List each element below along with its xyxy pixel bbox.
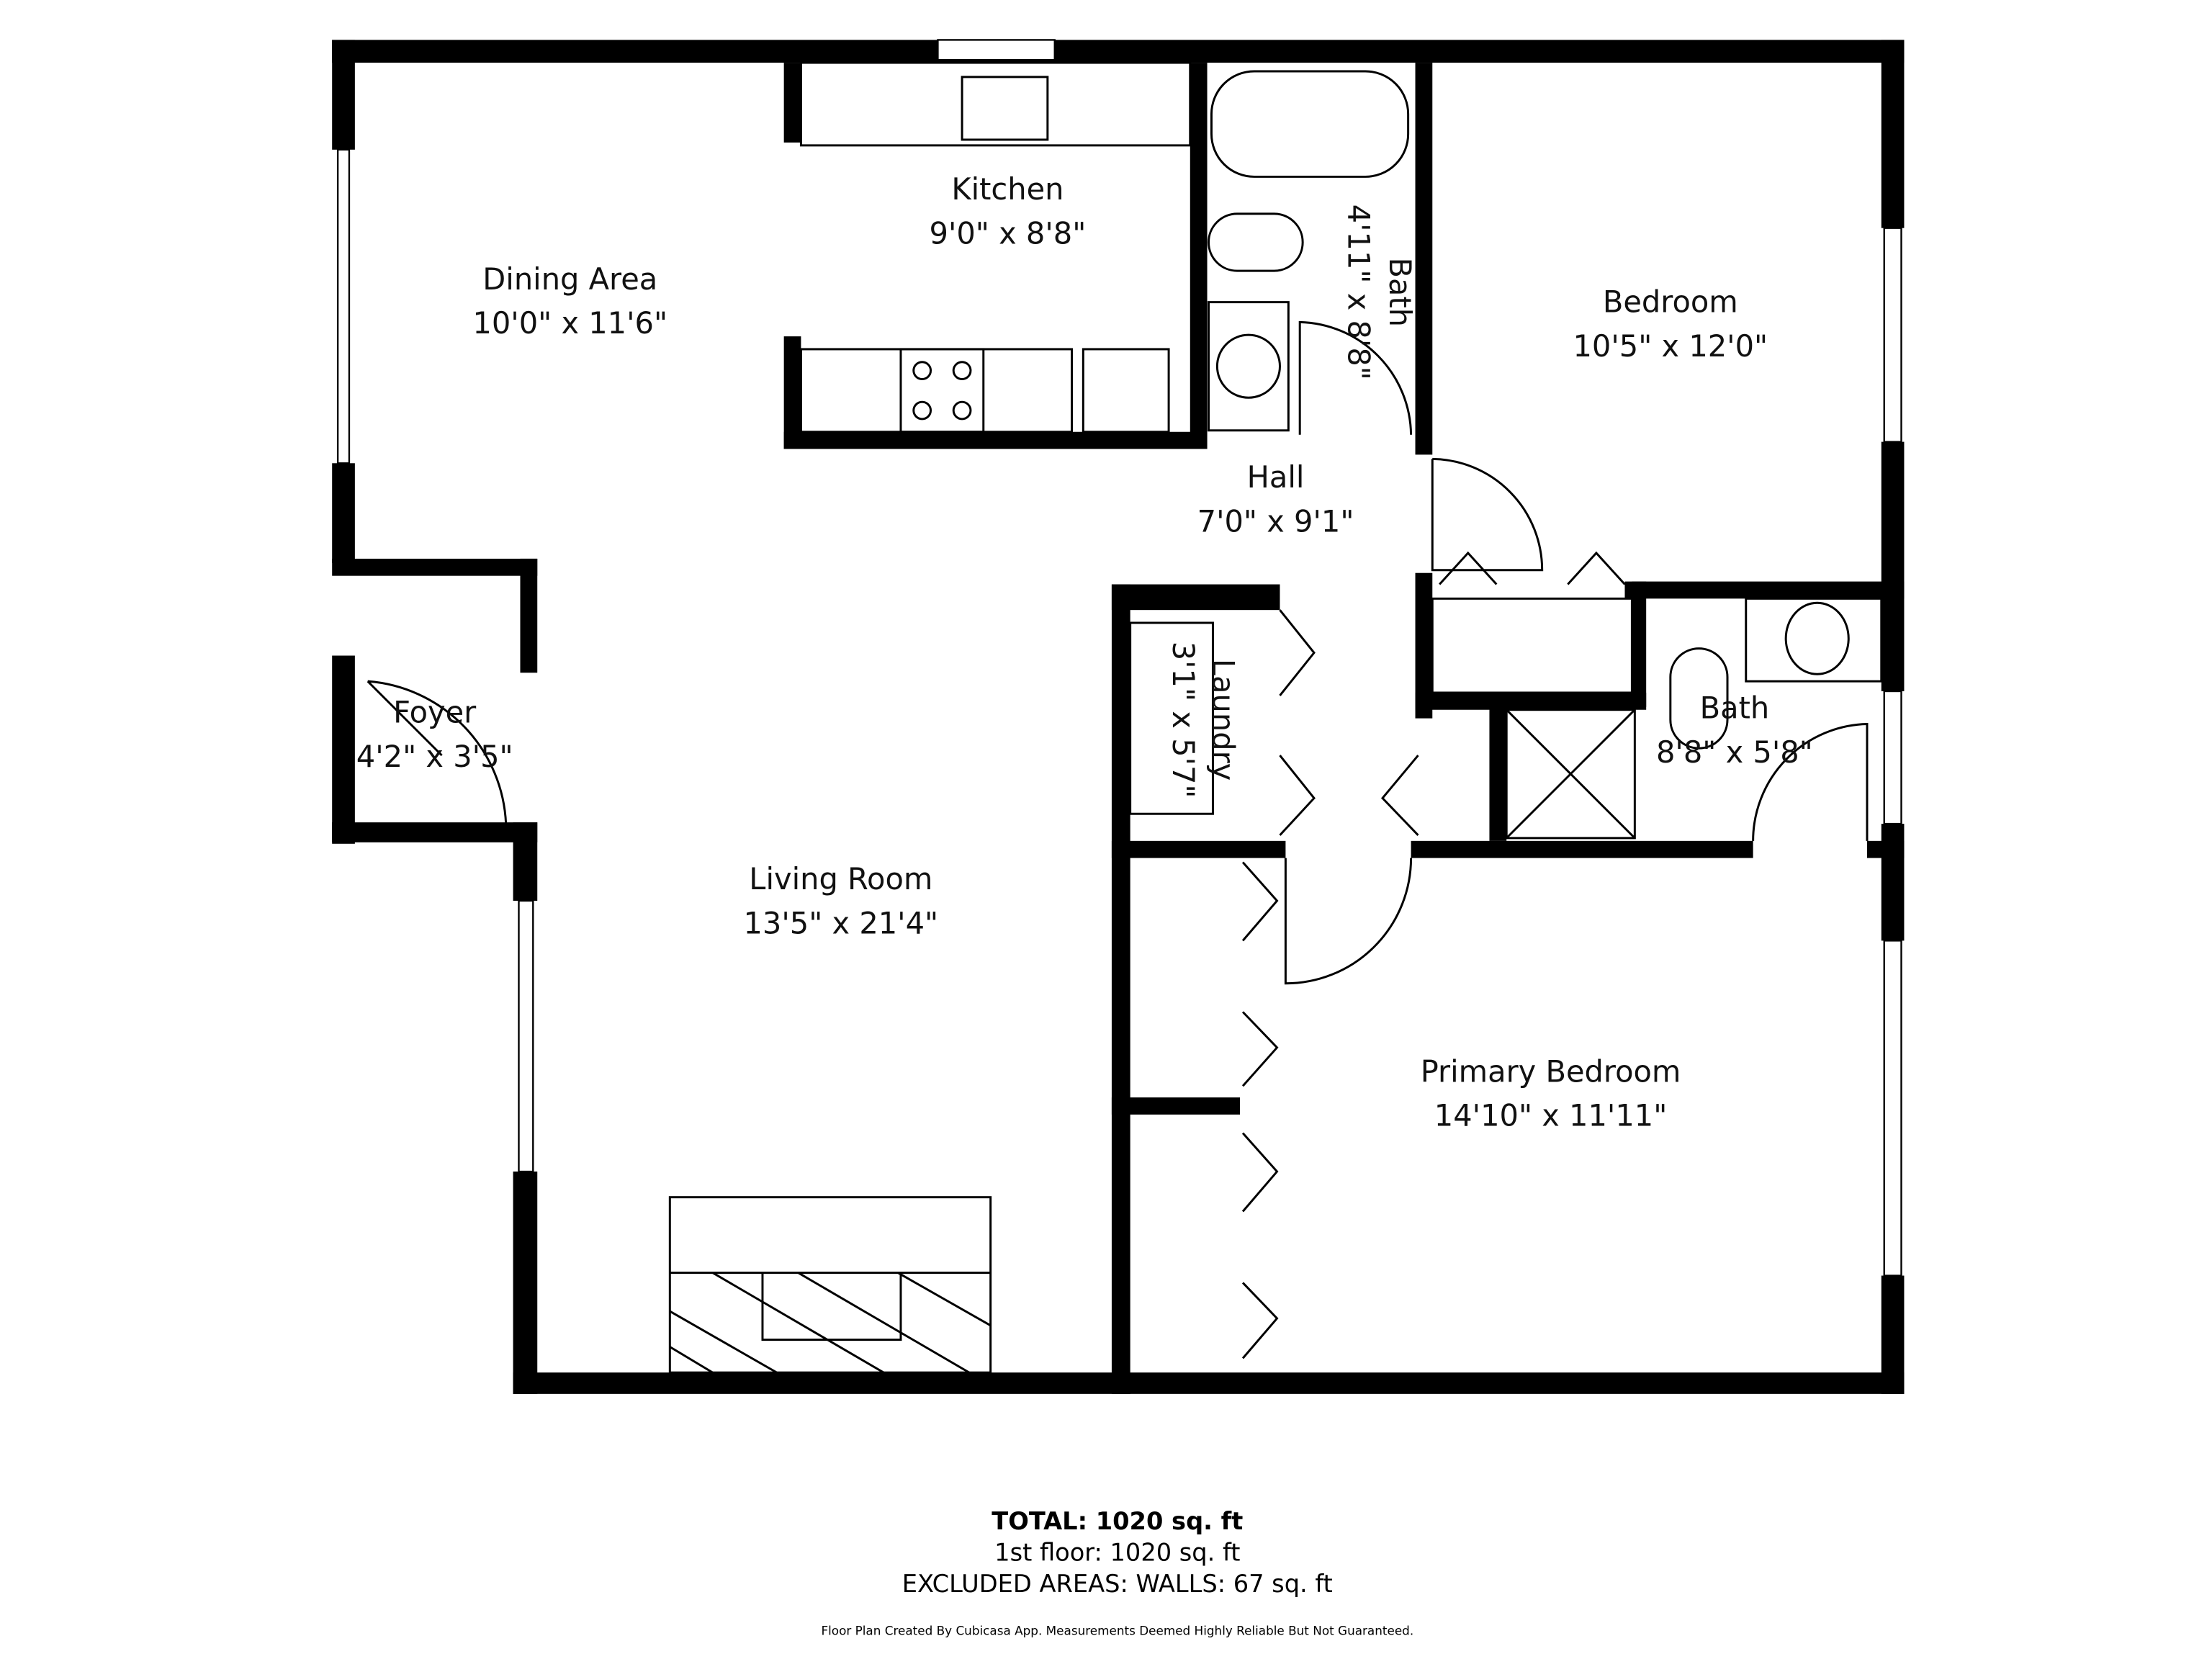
fixtures [668,61,1883,1374]
bathtub-icon [1210,70,1410,178]
fireplace-icon [668,1196,992,1374]
room-name-foyer: Foyer [393,695,477,730]
room-labels: Dining Area 10'0" x 11'6" Kitchen 9'0" x… [356,171,1813,1133]
room-dims-primary: 14'10" x 11'11" [1434,1098,1668,1133]
room-dims-bedroom: 10'5" x 12'0" [1573,328,1768,364]
room-name-bath2: Bath [1700,691,1770,726]
area-summary: TOTAL: 1020 sq. ft 1st floor: 1020 sq. f… [821,1507,1413,1637]
excluded-area: EXCLUDED AREAS: WALLS: 67 sq. ft [902,1570,1333,1598]
room-name-dining: Dining Area [482,261,657,297]
room-name-hall: Hall [1247,459,1305,495]
room-name-living: Living Room [749,861,932,896]
windows [336,39,1902,1277]
room-name-laundry: Laundry [1205,659,1241,781]
disclaimer: Floor Plan Created By Cubicasa App. Meas… [821,1623,1413,1637]
room-dims-hall: 7'0" x 9'1" [1197,503,1354,539]
room-dims-foyer: 4'2" x 3'5" [356,739,513,774]
room-name-bath1: Bath [1382,257,1418,327]
room-name-bedroom: Bedroom [1603,284,1738,319]
room-dims-bath2: 8'8" x 5'8" [1656,734,1813,770]
room-dims-dining: 10'0" x 11'6" [472,305,667,341]
room-name-kitchen: Kitchen [951,171,1064,207]
stove-icon [899,348,985,433]
room-dims-laundry: 3'1" x 5'7" [1166,642,1201,799]
walls [332,40,1905,1394]
sink-icon [1215,333,1281,399]
room-name-primary: Primary Bedroom [1421,1053,1681,1089]
total-area: TOTAL: 1020 sq. ft [992,1507,1243,1535]
toilet-icon [1208,212,1304,272]
shower-icon [1505,709,1636,840]
room-dims-kitchen: 9'0" x 8'8" [930,215,1087,251]
room-dims-living: 13'5" x 21'4" [743,905,938,940]
doors [367,320,1869,1359]
room-dims-bath1: 4'11" x 8'8" [1341,204,1376,380]
floor-area: 1st floor: 1020 sq. ft [994,1538,1240,1566]
